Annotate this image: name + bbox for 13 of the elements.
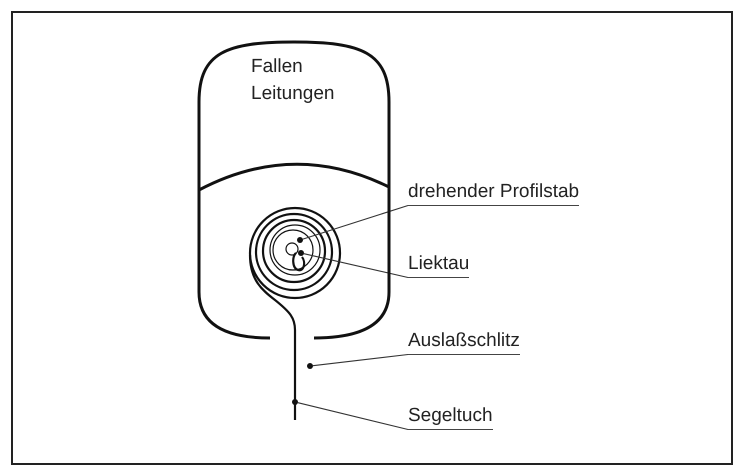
part-label: Auslaßschlitz xyxy=(408,329,520,355)
leader-line xyxy=(312,354,408,366)
part-label: Segeltuch xyxy=(408,404,493,430)
pointer-dot xyxy=(297,237,303,243)
pointer-dot xyxy=(307,363,313,369)
chamber-label: Fallen Leitungen xyxy=(251,55,336,106)
pointer-dot xyxy=(298,250,304,256)
part-label: drehender Profilstab xyxy=(408,180,580,206)
part-label: Liektau xyxy=(408,252,470,278)
leader-line xyxy=(304,253,408,278)
leader-line xyxy=(302,204,408,240)
pointer-dot xyxy=(292,399,298,405)
leader-line xyxy=(298,402,408,430)
